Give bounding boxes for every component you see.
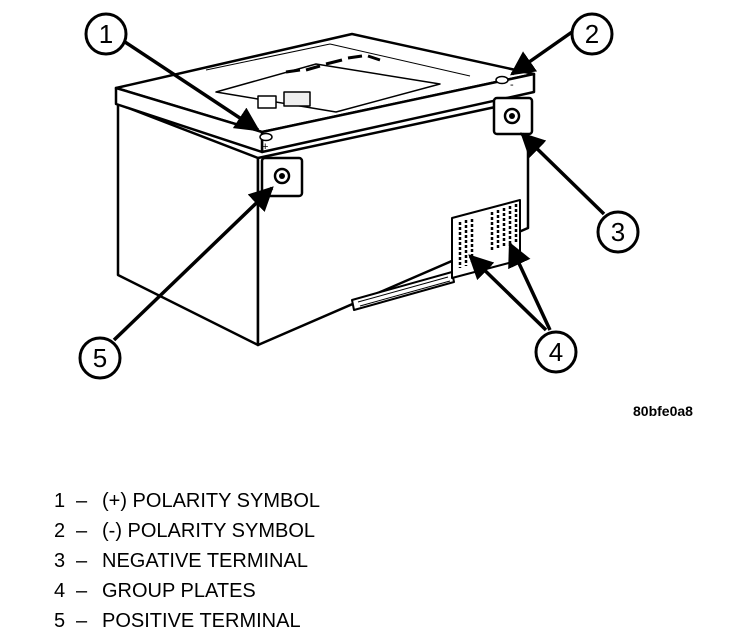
legend-sep: – xyxy=(76,580,88,602)
lid-panel-lines xyxy=(205,43,471,77)
battery-lid-rim-left xyxy=(114,86,264,154)
svg-text:3: 3 xyxy=(611,217,625,247)
battery-illustration xyxy=(114,32,536,347)
positive-terminal-bolt-center xyxy=(279,173,285,179)
legend-text: GROUP PLATES xyxy=(102,580,256,602)
legend-num: 1 xyxy=(54,490,66,512)
callout-1: 1 xyxy=(84,12,128,56)
legend-text: (+) POLARITY SYMBOL xyxy=(102,490,321,512)
legend-num: 4 xyxy=(54,580,66,602)
battery-base-ledge xyxy=(351,271,455,311)
battery-base-ledge-hatch xyxy=(357,276,451,307)
callout-5: 5 xyxy=(78,336,122,380)
leader-line-5 xyxy=(112,186,274,342)
svg-text:2: 2 xyxy=(585,19,599,49)
legend-text: (-) POLARITY SYMBOL xyxy=(102,520,316,542)
legend-item: 1–(+) POLARITY SYMBOL xyxy=(54,486,320,516)
negative-terminal-bolt-center xyxy=(509,113,515,119)
legend-item: 3–NEGATIVE TERMINAL xyxy=(54,546,320,576)
legend-sep: – xyxy=(76,490,88,512)
svg-text:4: 4 xyxy=(549,337,563,367)
positive-polarity-mark: + xyxy=(262,141,268,153)
legend-text: POSITIVE TERMINAL xyxy=(102,610,301,632)
negative-polarity-mark: - xyxy=(510,79,514,91)
negative-polarity-hole xyxy=(495,75,509,85)
lid-badge-a xyxy=(257,95,277,109)
leader-line-4a xyxy=(468,254,548,332)
legend-text: NEGATIVE TERMINAL xyxy=(102,550,308,572)
legend-num: 3 xyxy=(54,550,66,572)
leader-line-1 xyxy=(121,38,261,132)
legend-item: 2–(-) POLARITY SYMBOL xyxy=(54,516,320,546)
callout-2: 2 xyxy=(570,12,614,56)
callout-4: 4 xyxy=(534,330,578,374)
legend-item: 5–POSITIVE TERMINAL xyxy=(54,606,320,636)
figure-id: 80bfe0a8 xyxy=(633,403,693,419)
battery-diagram: + - 1 2 3 4 5 xyxy=(78,12,640,380)
leader-line-3 xyxy=(520,132,606,216)
svg-text:1: 1 xyxy=(99,19,113,49)
legend-sep: – xyxy=(76,610,88,632)
leader-lines xyxy=(112,30,606,342)
callout-3: 3 xyxy=(596,210,640,254)
legend-num: 2 xyxy=(54,520,66,542)
legend-sep: – xyxy=(76,550,88,572)
legend-sep: – xyxy=(76,520,88,542)
group-plates-stripes xyxy=(458,204,518,268)
leader-line-4b xyxy=(508,241,552,331)
svg-text:5: 5 xyxy=(93,343,107,373)
leader-line-2 xyxy=(509,30,574,76)
lid-logo-text xyxy=(285,54,381,74)
legend-item: 4–GROUP PLATES xyxy=(54,576,320,606)
lid-badge-b xyxy=(283,91,311,107)
battery-front-face xyxy=(256,98,530,347)
legend: 1–(+) POLARITY SYMBOL 2–(-) POLARITY SYM… xyxy=(54,486,320,636)
legend-num: 5 xyxy=(54,610,66,632)
positive-polarity-hole xyxy=(259,132,273,142)
